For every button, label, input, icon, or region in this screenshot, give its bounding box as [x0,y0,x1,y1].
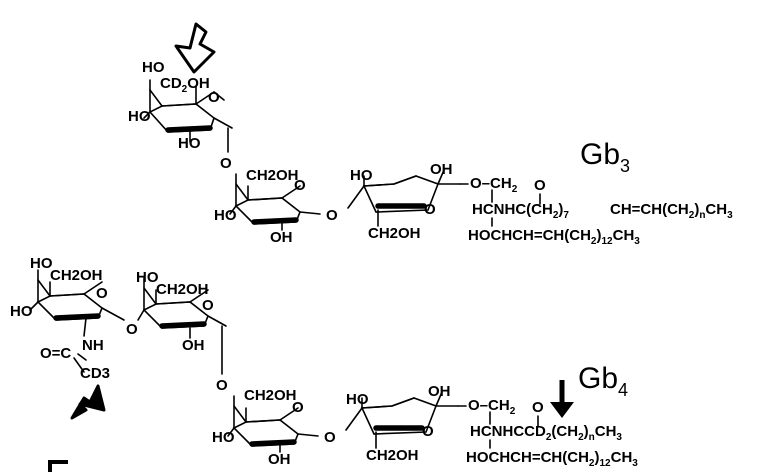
gb4-amide-line: HCNHCCD2(CH2)nCH3 [470,423,622,443]
gb4-r1-link-o: O [126,321,138,338]
gb4-r1-cd3: CD3 [80,365,110,382]
gb4-r4-ho: HO [346,391,369,408]
gb3-ring-2 [229,173,321,231]
gb4-r4-ch2oh: CH2OH [366,447,419,464]
gb4-ring-1 [29,269,125,337]
gb4-r1-o-c: O=C [40,345,71,362]
gb4-r3-ring-o: O [292,399,304,416]
gb4-r2-ring-o: O [202,297,214,314]
gb3-r1-cd2oh: CD2OH [160,75,210,95]
gb3-ring-3 [347,169,461,227]
gb3-r2-oh-bottom: OH [270,229,293,246]
gb3-r2-ho-left: HO [214,207,237,224]
gb3-r1-ho-bottom: HO [178,135,201,152]
gb3-r1-ho-left: HO [128,108,151,125]
gb3-carbonyl-o: O [534,177,546,194]
gb4-r1-ch2oh: CH2OH [50,267,103,284]
gb3-chain-line: CH=CH(CH2)nCH3 [610,201,733,221]
gb4-r1-ring-o: O [96,285,108,302]
gb4-r3-ch2oh: CH2OH [244,387,297,404]
gb3-r3-ring-o: O [424,201,436,218]
gb3-label: Gb3 [580,138,630,176]
gb4-r2-link-o: O [216,377,228,394]
gb4-r2-oh: OH [182,337,205,354]
gb3-o-ch2: O–CH2 [470,175,518,195]
gb3-r1-ho-top: HO [142,59,165,76]
gb3-amide-line: HCNHC(CH2)7 [472,201,569,221]
gb3-r3-ch2oh: CH2OH [368,225,421,242]
open-arrow-icon [174,22,216,74]
gb4-r3-ho-left: HO [212,429,235,446]
gb4-carbonyl-o: O [532,399,544,416]
gb3-r2-link-o: O [326,207,338,224]
gb4-r3-oh-bottom: OH [268,451,291,468]
gb3-r1-ring-o: O [208,89,220,106]
gb4-r1-nh: NH [82,337,104,354]
gb4-ring-4 [345,391,459,449]
gb3-ring-1 [143,79,233,153]
gb4-r2-ch2oh: CH2OH [156,281,209,298]
gb3-r2-ch2oh: CH2OH [246,167,299,184]
gb4-r4-ring-o: O [422,423,434,440]
gb4-r2-ho: HO [136,269,159,286]
down-arrow-icon [550,380,574,418]
gb4-r4-oh-top: OH [428,383,451,400]
gb3-r2-ring-o: O [294,177,306,194]
gb4-r3-link-o: O [324,429,336,446]
gb4-ring-2 [137,277,227,375]
gb4-o-ch2: O–CH2 [468,397,516,417]
gb4-r1-ho-left: HO [10,303,33,320]
gb4-sphingosine-line: HOCHCH=CH(CH2)12CH3 [466,449,638,469]
partial-arrow-fragment [48,460,68,472]
gb3-r3-ho: HO [350,167,373,184]
gb4-r1-ho: HO [30,255,53,272]
gb4-ring-3 [227,395,319,453]
gb3-sphingosine-line: HOCHCH=CH(CH2)12CH3 [468,227,640,247]
filled-arrow-icon [70,384,106,420]
gb3-r1-link-o: O [220,155,232,172]
gb4-label: Gb4 [578,362,628,400]
gb3-r3-oh-top: OH [430,161,453,178]
